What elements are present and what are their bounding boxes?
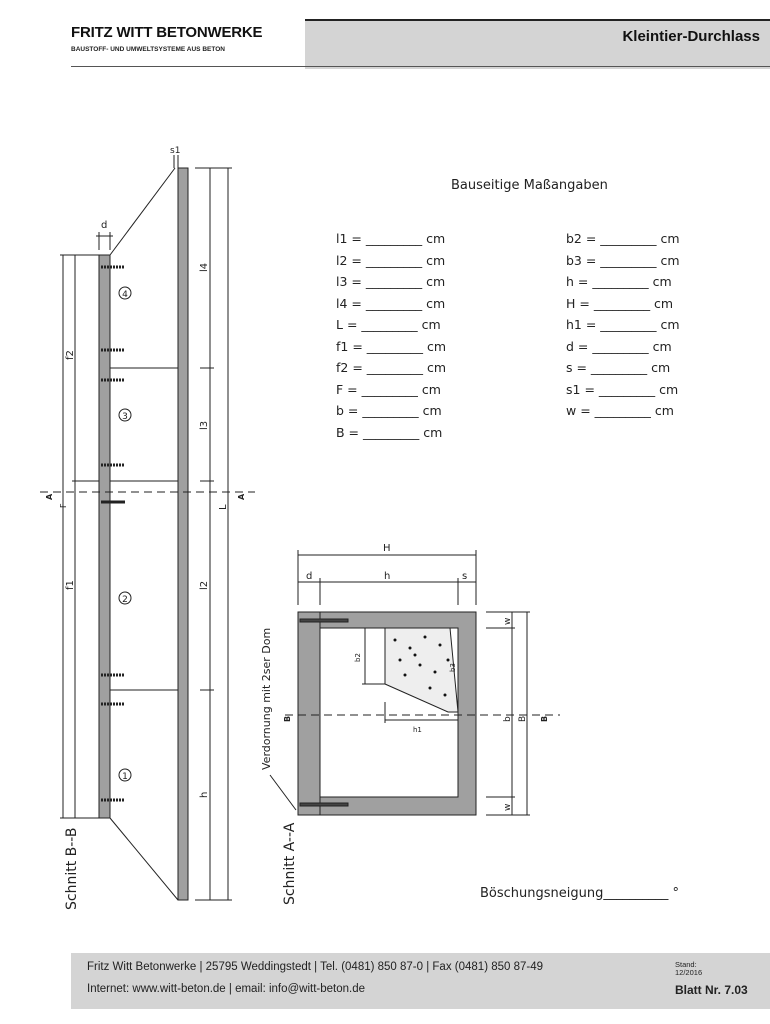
- section-b-label: Schnitt B--B: [64, 828, 80, 910]
- dim-H: H: [383, 543, 391, 554]
- measure-s1: s1 = _________ cm: [566, 381, 679, 397]
- dim-h-section-a: h: [384, 571, 390, 582]
- measure-h: h = _________ cm: [566, 274, 672, 289]
- dim-h: h: [199, 792, 210, 798]
- measure-l4: l4 = _________ cm: [336, 295, 446, 311]
- dim-h1: h1: [413, 726, 422, 734]
- dim-s: s: [462, 571, 467, 582]
- measure-f2: f2 = _________ cm: [336, 360, 447, 375]
- dim-f1: f1: [65, 580, 76, 590]
- measure-F: F = _________ cm: [336, 381, 441, 397]
- footer-stand: Stand: 12/2016: [675, 961, 702, 977]
- company-name: FRITZ WITT BETONWERKE: [71, 24, 263, 41]
- measure-b2: b2 = _________ cm: [566, 231, 680, 246]
- dim-w-top: w: [503, 618, 513, 625]
- section-a-label: Schnitt A--A: [282, 822, 298, 905]
- measure-l1: l1 = _________ cm: [336, 231, 446, 246]
- concrete-fill-dots: [393, 635, 450, 697]
- stand-label: Stand:: [675, 960, 697, 969]
- measure-s: s = _________ cm: [566, 360, 671, 375]
- dim-s1: s1: [170, 146, 180, 156]
- segment-4-label: 4: [122, 290, 128, 300]
- dim-f2: f2: [65, 350, 76, 360]
- dim-l3: l3: [199, 421, 210, 430]
- measure-f1: f1 = _________ cm: [336, 338, 447, 354]
- section-b-drawing: [40, 155, 255, 901]
- section-b-marker-left: B: [283, 716, 292, 722]
- segment-1-label: 1: [122, 772, 128, 782]
- section-a-drawing: [269, 550, 560, 816]
- measure-h1: h1 = _________ cm: [566, 317, 680, 332]
- section-a-marker-right: A: [237, 493, 246, 500]
- dim-L: L: [218, 504, 229, 510]
- measure-L: L = _________ cm: [336, 317, 441, 332]
- stand-date: 12/2016: [675, 968, 703, 977]
- dim-b: b: [503, 716, 513, 722]
- dim-l2: l2: [199, 581, 210, 590]
- measure-l2: l2 = _________ cm: [336, 252, 446, 268]
- footer-web: Internet: www.witt-beton.de | email: inf…: [87, 983, 366, 995]
- title-box: Kleintier-Durchlass: [305, 19, 770, 69]
- footer: Fritz Witt Betonwerke | 25795 Weddingste…: [71, 953, 770, 1009]
- slope-label: Böschungsneigung__________ °: [480, 886, 679, 901]
- measurements-left: l1 = _________ cm l2 = _________ cm l3 =…: [336, 228, 446, 443]
- document-title: Kleintier-Durchlass: [622, 28, 760, 45]
- footer-contact: Fritz Witt Betonwerke | 25795 Weddingste…: [87, 961, 544, 973]
- company-subtitle: BAUSTOFF- UND UMWELTSYSTEME AUS BETON: [71, 46, 225, 53]
- dim-b3: b3: [449, 663, 457, 672]
- dim-F: F: [59, 503, 68, 508]
- measure-b3: b3 = _________ cm: [566, 252, 680, 268]
- measure-d: d = _________ cm: [566, 338, 672, 354]
- section-b-marker-right: B: [540, 716, 549, 722]
- dim-w-bottom: w: [503, 804, 513, 811]
- measure-l3: l3 = _________ cm: [336, 274, 446, 289]
- dim-b2: b2: [354, 653, 362, 662]
- dowel-note: Verdornung mit 2ser Dom: [260, 628, 273, 770]
- dim-d-section-a: d: [306, 571, 312, 582]
- section-a-marker-left: A: [45, 493, 54, 500]
- dim-d: d: [101, 220, 107, 231]
- segment-2-label: 2: [122, 595, 128, 605]
- measurements-right: b2 = _________ cm b3 = _________ cm h = …: [566, 228, 680, 422]
- measure-H: H = _________ cm: [566, 295, 674, 311]
- dim-B: B: [518, 716, 528, 722]
- measure-w: w = _________ cm: [566, 403, 674, 418]
- header-divider: [71, 66, 770, 67]
- measure-b: b = _________ cm: [336, 403, 442, 418]
- measure-B: B = _________ cm: [336, 424, 443, 440]
- segment-3-label: 3: [122, 412, 128, 422]
- measurements-title: Bauseitige Maßangaben: [451, 178, 608, 193]
- dim-l4: l4: [199, 263, 210, 272]
- sheet-number: Blatt Nr. 7.03: [675, 983, 748, 997]
